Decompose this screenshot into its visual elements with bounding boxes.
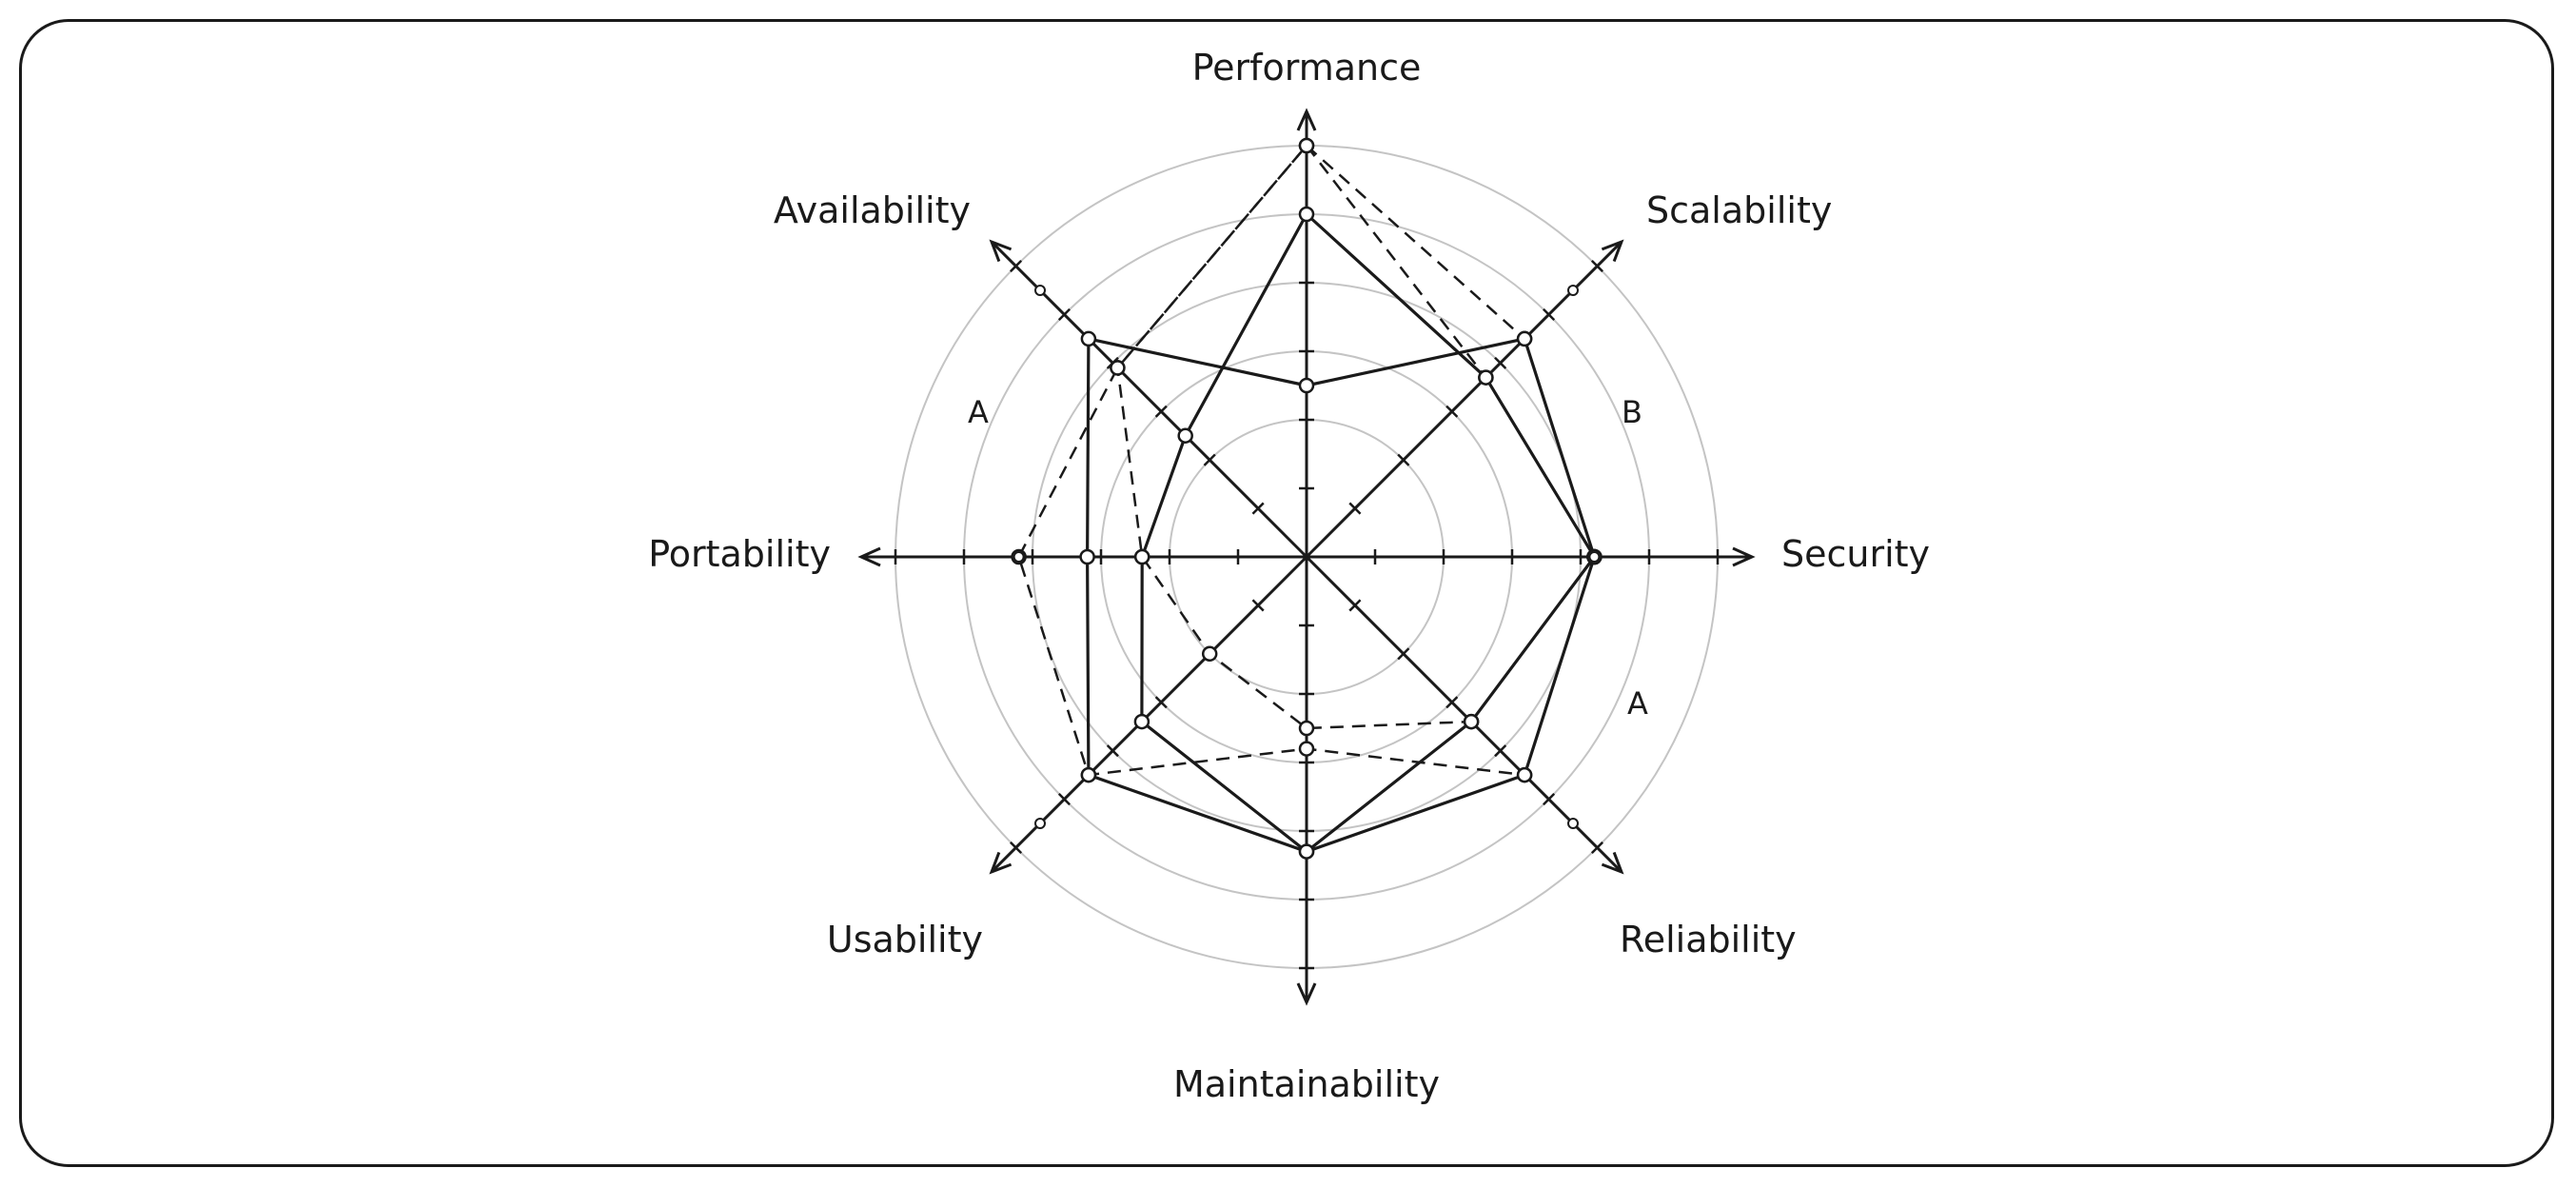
axis-tick-availability-6 [1009, 259, 1023, 273]
series-4-point-performance [1298, 137, 1315, 154]
axis-tick-usability-6 [1009, 841, 1023, 855]
series-2-point-performance [1298, 206, 1315, 223]
axis-label-scalability: Scalability [1646, 189, 1832, 231]
series-2-point-usability [1133, 713, 1150, 730]
axis-tick-availability-1 [1251, 502, 1265, 515]
series-1-point-availability [1080, 330, 1097, 347]
axis-tick-scalability-6 [1590, 259, 1604, 273]
axis-tick-usability-4 [1106, 744, 1119, 758]
series-2-point-availability [1177, 427, 1193, 444]
outer-marker-security [1588, 551, 1601, 563]
axis-tick-availability-5 [1057, 307, 1071, 321]
axis-arrow-maintainability [1296, 982, 1317, 1006]
series-3-point-scalability [1478, 369, 1494, 386]
axis-tick-scalability-1 [1348, 502, 1362, 515]
axis-tick-scalability-5 [1543, 307, 1556, 321]
axis-tick-scalability-4 [1494, 356, 1507, 369]
outer-marker-reliability [1567, 818, 1579, 829]
axis-arrow-portability [857, 546, 881, 567]
chart-frame [19, 19, 2554, 1167]
series-4-point-portability [1133, 548, 1150, 565]
series-3-point-maintainability [1298, 741, 1315, 757]
series-4-point-scalability [1516, 330, 1533, 347]
series-annotation-a-lower: A [1627, 685, 1648, 722]
marker-layer [1011, 137, 1603, 860]
axis-tick-reliability-5 [1543, 793, 1556, 806]
series-1-point-performance [1298, 377, 1315, 394]
axis-tick-availability-3 [1154, 405, 1168, 418]
axis-tick-reliability-6 [1590, 841, 1604, 855]
series-annotation-a-upper: A [968, 394, 989, 430]
axis-label-reliability: Reliability [1620, 919, 1797, 960]
axis-tick-scalability-2 [1397, 453, 1410, 466]
axis-label-maintainability: Maintainability [1173, 1063, 1440, 1105]
axis-tick-reliability-4 [1494, 744, 1507, 758]
series-annotation-b: B [1622, 394, 1642, 430]
axis-arrow-security [1732, 546, 1756, 567]
series-4-point-maintainability [1298, 720, 1315, 737]
series-3-point-reliability [1516, 766, 1533, 783]
axis-tick-scalability-3 [1445, 405, 1459, 418]
axis-tick-reliability-2 [1397, 647, 1410, 661]
series-4-point-availability [1110, 360, 1126, 376]
axis-tick-reliability-3 [1445, 696, 1459, 709]
axis-arrow-reliability [1601, 851, 1624, 875]
axis-label-usability: Usability [827, 919, 983, 960]
outer-marker-portability [1013, 551, 1025, 563]
axis-arrow-performance [1296, 108, 1317, 131]
series-2-line [1140, 212, 1596, 854]
series-4-point-reliability [1463, 713, 1480, 730]
axis-label-availability: Availability [774, 189, 971, 231]
axis-tick-reliability-1 [1348, 599, 1362, 612]
axis-label-performance: Performance [1192, 47, 1422, 89]
axis-arrow-availability [989, 239, 1013, 263]
series-2-point-maintainability [1298, 843, 1315, 860]
axis-label-portability: Portability [648, 533, 831, 575]
axis-tick-usability-5 [1057, 793, 1071, 806]
axis-arrow-scalability [1601, 239, 1624, 263]
series-4-line [1116, 144, 1596, 730]
outer-marker-availability [1034, 285, 1046, 296]
series-3-point-usability [1080, 766, 1097, 783]
axes-layer [857, 108, 1756, 1006]
axis-label-security: Security [1781, 533, 1930, 575]
series-4-point-usability [1201, 645, 1218, 663]
series-1-point-portability [1079, 548, 1095, 565]
axis-tick-usability-3 [1154, 696, 1168, 709]
axis-tick-availability-2 [1203, 453, 1216, 466]
axis-arrow-usability [989, 851, 1013, 875]
outer-marker-usability [1034, 818, 1046, 829]
outer-marker-scalability [1567, 285, 1579, 296]
axis-tick-usability-1 [1251, 599, 1265, 612]
